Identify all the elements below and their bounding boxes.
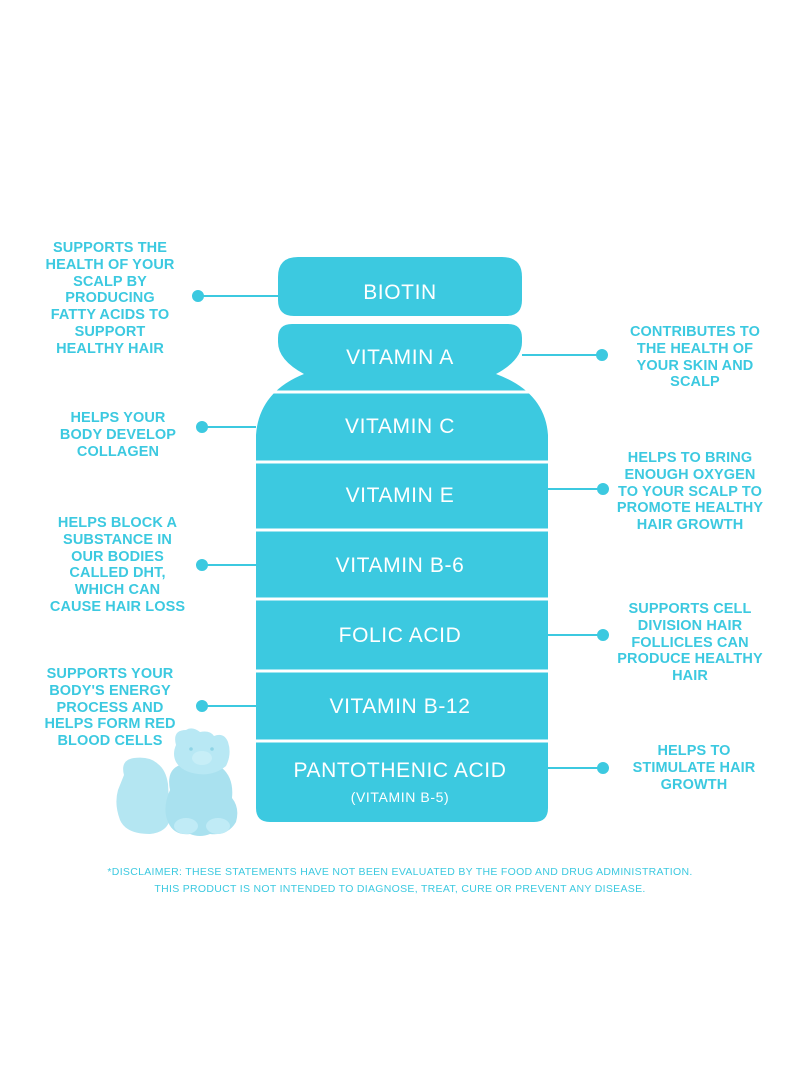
connectors (192, 290, 609, 774)
annotation-line: WHICH CAN (74, 582, 161, 599)
annotation-line: SUBSTANCE IN (63, 531, 172, 548)
annotation-line: BODY'S ENERGY (49, 682, 171, 699)
connector-dot-folic-acid (597, 629, 609, 641)
segment-label-vitamin-e: VITAMIN E (346, 484, 455, 507)
annotation-line: PRODUCE HEALTHY (617, 651, 763, 668)
connector-dot-vitamin-c (196, 421, 208, 433)
annotation-vitamin-b12: SUPPORTS YOUR BODY'S ENERGY PROCESS AND … (20, 666, 200, 750)
annotation-line: TO YOUR SCALP TO (618, 483, 762, 500)
annotation-line: THE HEALTH OF (636, 340, 754, 357)
annotation-line: COLLAGEN (76, 443, 160, 460)
gummy-bears (116, 728, 238, 836)
bear-muzzle (192, 751, 212, 765)
annotation-line: SUPPORTS CELL (628, 601, 752, 617)
bear-foot (174, 818, 198, 834)
annotation-line: CONTRIBUTES TO (629, 324, 761, 340)
annotation-line: FATTY ACIDS TO (50, 307, 170, 324)
bottle: BIOTIN VITAMIN A VITAMIN C VITAMIN E VIT… (256, 257, 548, 822)
segment-sublabel-vitamin-b5: (VITAMIN B-5) (351, 789, 450, 805)
bottle-cap (278, 257, 522, 316)
annotation-line: PRODUCING (65, 290, 155, 307)
bottle-body (256, 324, 548, 822)
segment-label-vitamin-b6: VITAMIN B-6 (336, 554, 465, 577)
annotation-line: STIMULATE HAIR (632, 759, 756, 776)
annotation-folic-acid: SUPPORTS CELL DIVISION HAIR FOLLICLES CA… (600, 601, 780, 685)
annotation-vitamin-a: CONTRIBUTES TO THE HEALTH OF YOUR SKIN A… (605, 324, 785, 391)
annotation-line: BODY DEVELOP (59, 426, 177, 443)
annotation-line: OUR BODIES (71, 548, 164, 565)
bear-body (165, 763, 238, 836)
segment-dividers (256, 390, 548, 743)
annotation-vitamin-e: HELPS TO BRING ENOUGH OXYGEN TO YOUR SCA… (600, 450, 780, 534)
connector-dot-biotin (192, 290, 204, 302)
annotation-line: FOLLICLES CAN (631, 634, 749, 651)
annotation-line: HELPS FORM RED (44, 716, 176, 733)
annotation-line: CALLED DHT, (69, 565, 166, 582)
annotation-line: HEALTHY HAIR (56, 340, 164, 357)
disclaimer-line-1: *DISCLAIMER: THESE STATEMENTS HAVE NOT B… (107, 866, 693, 878)
connector-dot-pantothenic (597, 762, 609, 774)
connector-dot-vitamin-a (596, 349, 608, 361)
annotation-line: DIVISION HAIR (637, 617, 743, 634)
segment-labels: BIOTIN VITAMIN A VITAMIN C VITAMIN E VIT… (293, 281, 506, 805)
segment-label-biotin: BIOTIN (363, 281, 437, 304)
annotation-line: HEALTH OF YOUR (45, 256, 175, 273)
annotation-pantothenic-acid: HELPS TO STIMULATE HAIR GROWTH (604, 743, 784, 793)
annotation-line: PROMOTE HEALTHY (616, 500, 764, 517)
connector-dot-vitamin-b6 (196, 559, 208, 571)
annotation-line: GROWTH (660, 776, 728, 793)
annotation-line: SUPPORTS YOUR (46, 666, 174, 682)
segment-label-vitamin-c: VITAMIN C (345, 415, 455, 438)
annotation-line: HELPS TO BRING (627, 450, 753, 466)
annotation-line: HELPS BLOCK A (57, 515, 178, 531)
bear-eye (189, 747, 193, 751)
disclaimer: *DISCLAIMER: THESE STATEMENTS HAVE NOT B… (60, 864, 740, 898)
annotation-line: SCALP BY (73, 273, 147, 290)
annotation-line: YOUR SKIN AND (636, 357, 754, 374)
annotation-line: HAIR GROWTH (636, 517, 744, 534)
annotation-vitamin-b6: HELPS BLOCK A SUBSTANCE IN OUR BODIES CA… (25, 515, 210, 616)
annotation-line: SUPPORT (74, 323, 146, 340)
segment-label-folic-acid: FOLIC ACID (339, 624, 462, 647)
annotation-line: HAIR (672, 668, 708, 685)
annotation-line: ENOUGH OXYGEN (624, 466, 756, 483)
segment-label-vitamin-b12: VITAMIN B-12 (329, 695, 470, 718)
bear-eye (210, 747, 214, 751)
annotation-line: BLOOD CELLS (57, 733, 163, 750)
segment-label-pantothenic-acid: PANTOTHENIC ACID (293, 759, 506, 782)
disclaimer-line-2: THIS PRODUCT IS NOT INTENDED TO DIAGNOSE… (154, 883, 646, 895)
connector-dot-vitamin-b12 (196, 700, 208, 712)
connector-dot-vitamin-e (597, 483, 609, 495)
gummy-bear-back (116, 757, 170, 834)
annotation-line: HELPS YOUR (70, 410, 166, 426)
annotation-biotin: SUPPORTS THE HEALTH OF YOUR SCALP BY PRO… (20, 240, 200, 358)
annotation-vitamin-c: HELPS YOUR BODY DEVELOP COLLAGEN (28, 410, 208, 460)
gummy-bear-front (165, 728, 238, 836)
segment-label-vitamin-a: VITAMIN A (346, 346, 454, 369)
bear-foot (206, 818, 230, 834)
annotation-line: SCALP (670, 374, 720, 391)
annotation-line: HELPS TO (657, 743, 731, 759)
annotation-line: SUPPORTS THE (53, 240, 167, 256)
annotation-line: CAUSE HAIR LOSS (49, 598, 186, 615)
annotation-line: PROCESS AND (56, 699, 164, 716)
